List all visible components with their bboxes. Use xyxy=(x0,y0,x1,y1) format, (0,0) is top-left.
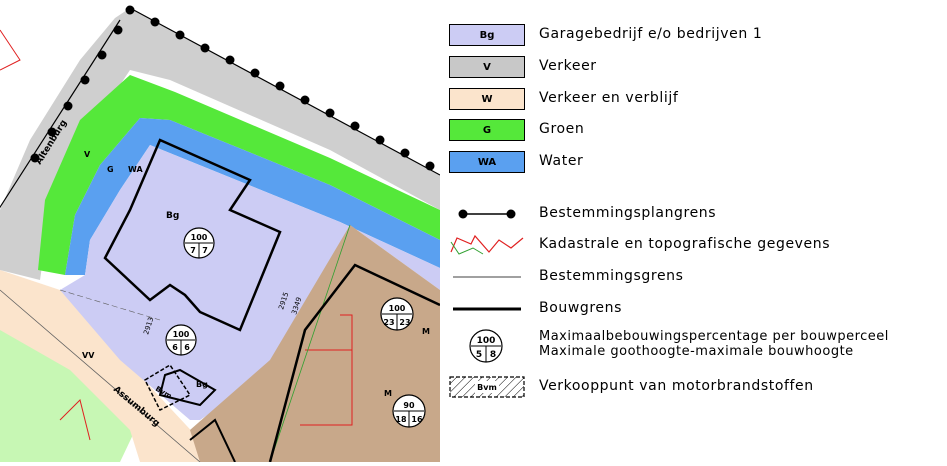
legend-label-planboundary: Bestemmingsplangrens xyxy=(539,205,717,221)
svg-text:7: 7 xyxy=(202,246,208,255)
zone-g-label: G xyxy=(107,165,114,174)
legend-label-v: Verkeer xyxy=(539,58,597,74)
svg-text:100: 100 xyxy=(389,304,406,313)
plan-boundary-symbol xyxy=(458,209,516,219)
legend-row-kadaster: Kadastrale en topografische gegevens xyxy=(440,234,940,258)
bouwgrens-m xyxy=(268,263,441,463)
v-road xyxy=(0,8,440,280)
zone-m2-label: M xyxy=(384,389,392,398)
marker-3: 100 23 23 xyxy=(380,297,414,331)
vv-road xyxy=(0,270,200,462)
svg-text:7: 7 xyxy=(190,246,196,255)
legend-row-bestemmingsgrens: Bestemmingsgrens xyxy=(440,266,940,290)
legend-row-w: W Verkeer en verblijf xyxy=(440,88,940,112)
legend-label-g: Groen xyxy=(539,121,585,137)
marker-4: 90 18 16 xyxy=(392,394,426,428)
marker-2: 100 6 6 xyxy=(165,324,197,356)
svg-text:16: 16 xyxy=(411,415,423,424)
bouwgrens-main xyxy=(103,138,282,332)
legend-label-w: Verkeer en verblijf xyxy=(539,90,679,106)
svg-text:100: 100 xyxy=(173,330,190,339)
legend-swatch-w: W xyxy=(449,88,525,110)
legend-label-bvm: Verkooppunt van motorbrandstoffen xyxy=(539,378,814,394)
zone-v-label: V xyxy=(84,150,91,159)
svg-text:18: 18 xyxy=(395,415,407,424)
legend-row-bouwgrens: Bouwgrens xyxy=(440,298,940,322)
legend-row-planboundary: Bestemmingsplangrens xyxy=(440,203,940,227)
svg-text:23: 23 xyxy=(399,318,410,327)
legend-label-marker-2: Maximale goothoogte-maximale bouwhoogte xyxy=(539,344,854,359)
legend-swatch-bg: Bg xyxy=(449,24,525,46)
legend-row-marker: 100 5 8 Maximaalbebouwingspercentage per… xyxy=(440,327,940,367)
cadastral-symbol xyxy=(450,234,524,255)
legend-label-marker-1: Maximaalbebouwingspercentage per bouwper… xyxy=(539,329,889,344)
svg-text:Bvm: Bvm xyxy=(477,383,497,392)
building-boundary-symbol xyxy=(453,307,521,311)
bvm-area xyxy=(144,363,192,412)
bg-area xyxy=(60,145,440,420)
svg-text:8: 8 xyxy=(490,350,496,360)
legend-row-g: G Groen xyxy=(440,119,940,143)
legend-label-bestemmingsgrens: Bestemmingsgrens xyxy=(539,268,684,284)
svg-text:100: 100 xyxy=(191,233,208,242)
m-area xyxy=(190,225,440,462)
marker-1: 100 7 7 xyxy=(183,227,215,259)
svg-text:6: 6 xyxy=(184,343,190,352)
legend-row-v: V Verkeer xyxy=(440,56,940,80)
zoning-map: Altenburg Assumburg V G WA Bg Bg Bvm VV … xyxy=(0,0,441,463)
legend-row-bvm: Bvm Verkooppunt van motorbrandstoffen xyxy=(440,376,940,400)
legend-label-kadaster: Kadastrale en topografische gegevens xyxy=(539,236,831,252)
zone-vv-label: VV xyxy=(82,351,95,360)
zone-bg-small-label: Bg xyxy=(196,380,208,389)
legend-label-wa: Water xyxy=(539,153,584,169)
green-strip xyxy=(38,75,440,275)
svg-text:90: 90 xyxy=(403,401,415,410)
legend-swatch-wa: WA xyxy=(449,151,525,173)
legend-label-bg: Garagebedrijf e/o bedrijven 1 xyxy=(539,26,763,42)
legend-swatch-v: V xyxy=(449,56,525,78)
zone-wa-label: WA xyxy=(128,165,143,174)
map-legend: Bg Garagebedrijf e/o bedrijven 1 V Verke… xyxy=(440,0,947,462)
percentage-marker-symbol: 100 5 8 xyxy=(469,329,503,363)
bouwgrens-small xyxy=(158,368,217,407)
svg-text:6: 6 xyxy=(172,343,178,352)
legend-label-bouwgrens: Bouwgrens xyxy=(539,300,623,316)
zone-boundary-symbol xyxy=(453,276,521,278)
svg-text:100: 100 xyxy=(477,336,496,346)
legend-swatch-g: G xyxy=(449,119,525,141)
svg-text:23: 23 xyxy=(383,318,394,327)
legend-row-wa: WA Water xyxy=(440,151,940,175)
svg-text:5: 5 xyxy=(476,350,482,360)
zone-bg-main-label: Bg xyxy=(166,211,179,221)
zone-m1-label: M xyxy=(422,327,430,336)
legend-row-bg: Bg Garagebedrijf e/o bedrijven 1 xyxy=(440,24,940,48)
bvm-symbol: Bvm xyxy=(449,376,525,398)
